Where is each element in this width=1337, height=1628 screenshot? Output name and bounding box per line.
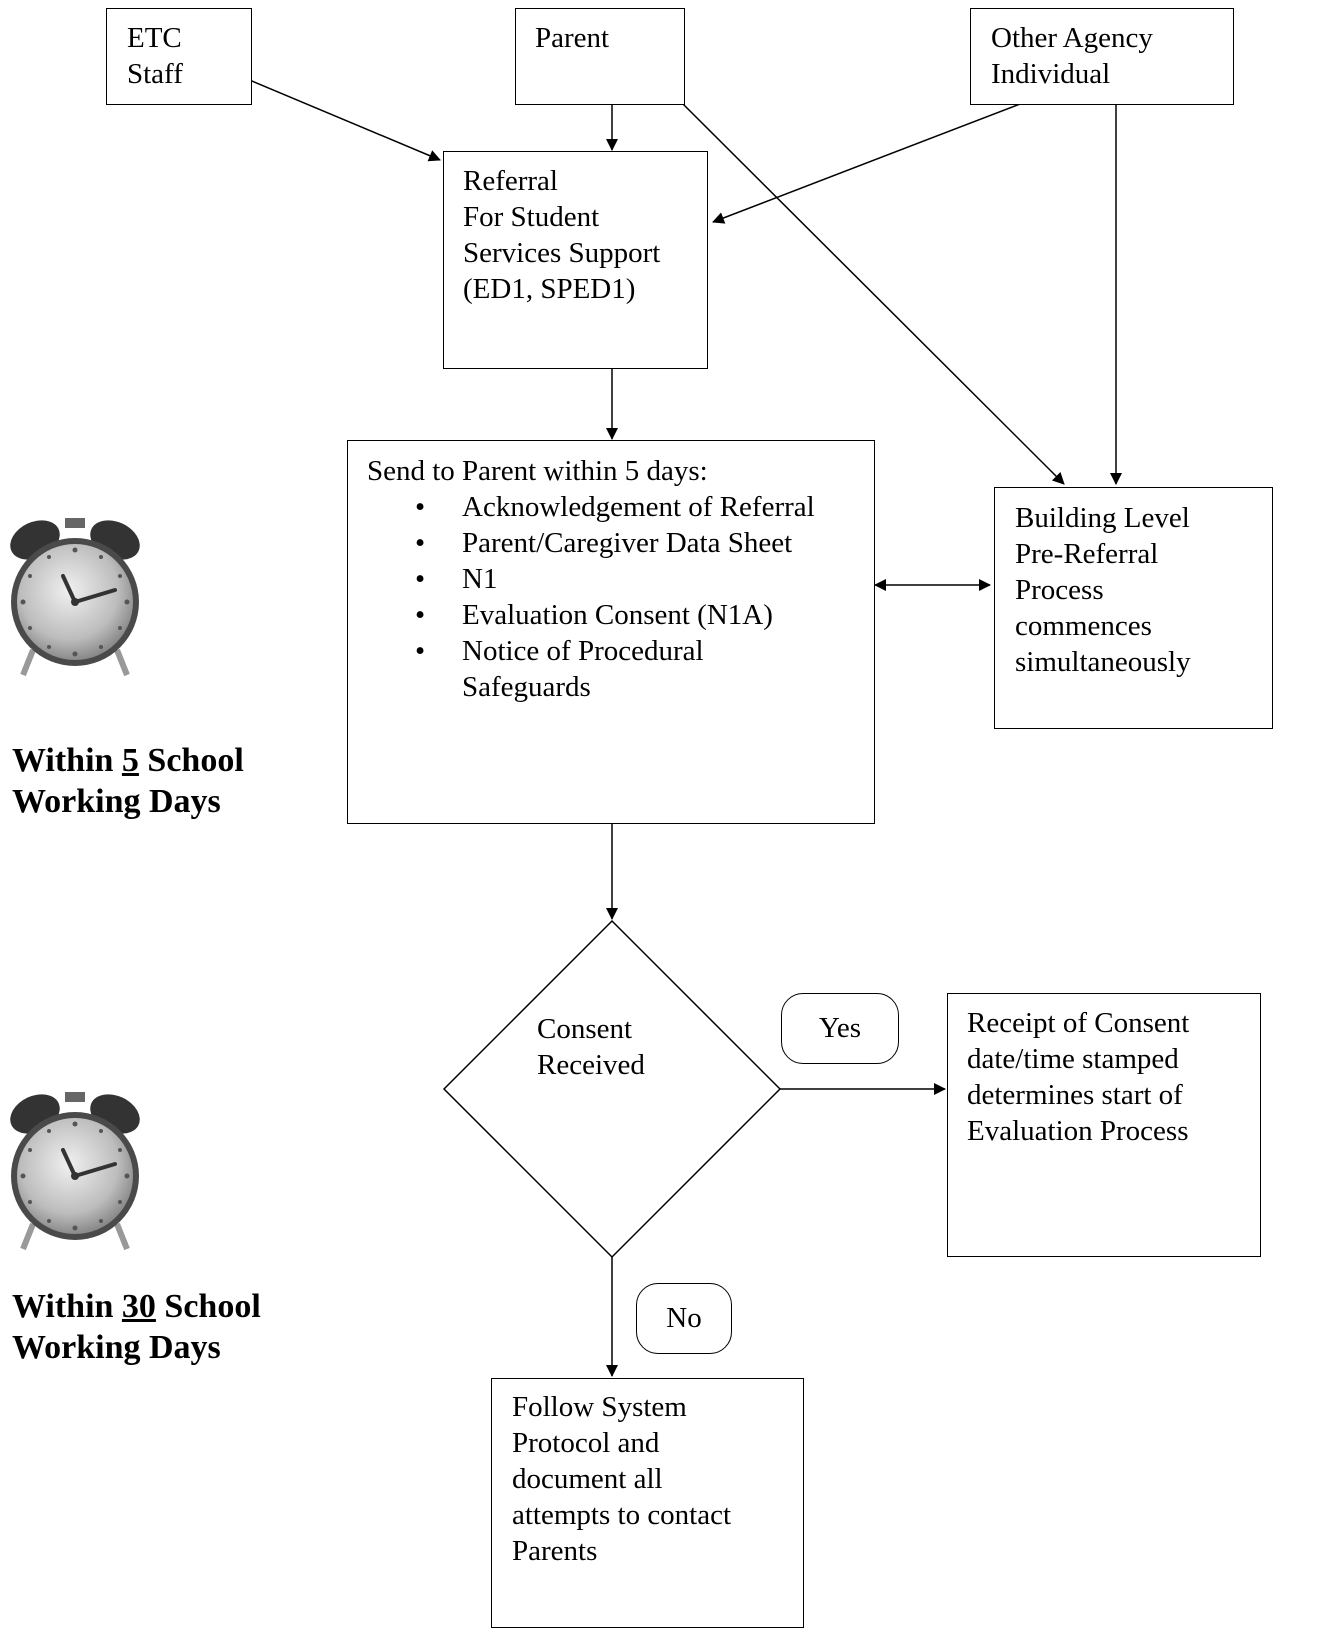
- list-item-continuation: Safeguards: [462, 671, 591, 703]
- no-label: No: [636, 1283, 732, 1354]
- follow-protocol-line3: document all: [512, 1463, 663, 1495]
- list-item: N1: [367, 561, 815, 597]
- receipt-line3: determines start of: [967, 1079, 1183, 1111]
- parent-box: [515, 8, 685, 105]
- etc-staff-line1: ETC: [127, 22, 182, 54]
- follow-protocol-line1: Follow System: [512, 1391, 687, 1423]
- timing-5-days: Within 5 School Working Days: [12, 740, 244, 822]
- yes-label: Yes: [781, 993, 899, 1064]
- building-level-line3: Process: [1015, 574, 1104, 606]
- arrow-parent-to-building: [682, 103, 1065, 485]
- follow-protocol-line5: Parents: [512, 1535, 598, 1567]
- follow-protocol-line2: Protocol and: [512, 1427, 660, 1459]
- timing-30-line2: Working Days: [12, 1329, 221, 1366]
- list-item: Acknowledgement of Referral: [367, 489, 815, 525]
- referral-line1: Referral: [463, 165, 558, 197]
- building-level-line2: Pre-Referral: [1015, 538, 1159, 570]
- receipt-line2: date/time stamped: [967, 1043, 1179, 1075]
- receipt-line1: Receipt of Consent: [967, 1007, 1190, 1039]
- alarm-clock-icon: [10, 518, 140, 677]
- etc-staff-box: [106, 8, 252, 105]
- send-to-parent-list: Acknowledgement of Referral Parent/Careg…: [367, 489, 815, 669]
- receipt-box: [947, 993, 1261, 1257]
- building-level-line5: simultaneously: [1015, 646, 1191, 678]
- timing-5-line2: Working Days: [12, 783, 221, 820]
- timing-5-line1: Within 5 School: [12, 742, 244, 779]
- timing-30-number: 30: [121, 1288, 156, 1325]
- follow-protocol-line4: attempts to contact: [512, 1499, 732, 1531]
- list-item: Evaluation Consent (N1A): [367, 597, 815, 633]
- timing-5-number: 5: [121, 742, 139, 779]
- alarm-clock-icon: [10, 1092, 140, 1251]
- referral-line4: (ED1, SPED1): [463, 273, 636, 305]
- other-agency-line1: Other Agency: [991, 22, 1153, 54]
- other-agency-line2: Individual: [991, 58, 1111, 90]
- decision-diamond: [442, 919, 782, 1259]
- parent-label: Parent: [535, 22, 610, 54]
- referral-box: [443, 151, 708, 369]
- arrow-agency-to-referral: [712, 103, 1021, 224]
- timing-30-days: Within 30 School Working Days: [12, 1286, 261, 1368]
- etc-staff-line2: Staff: [127, 58, 183, 90]
- other-agency-box: [970, 8, 1234, 105]
- decision-line2: Received: [537, 1049, 645, 1081]
- list-item: Notice of Procedural: [367, 633, 815, 669]
- building-level-line4: commences: [1015, 610, 1152, 642]
- list-item: Parent/Caregiver Data Sheet: [367, 525, 815, 561]
- arrow-etc-to-referral: [246, 78, 441, 162]
- referral-line3: Services Support: [463, 237, 661, 269]
- referral-line2: For Student: [463, 201, 600, 233]
- building-level-box: [994, 487, 1273, 729]
- decision-line1: Consent: [537, 1013, 633, 1045]
- timing-30-line1: Within 30 School: [12, 1288, 261, 1325]
- building-level-line1: Building Level: [1015, 502, 1190, 534]
- receipt-line4: Evaluation Process: [967, 1115, 1189, 1147]
- send-to-parent-heading: Send to Parent within 5 days:: [367, 455, 708, 487]
